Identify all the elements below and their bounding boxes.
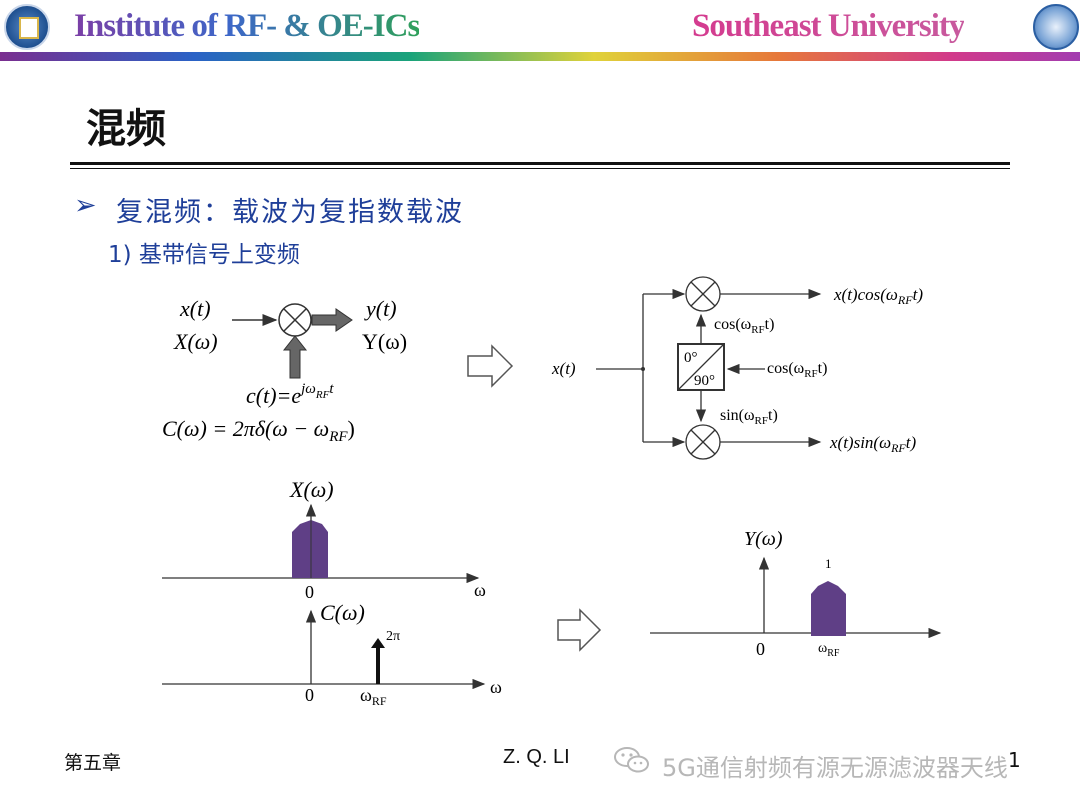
svg-text:C(ω) = 2πδ(ω − ωRF): C(ω) = 2πδ(ω − ωRF) [162, 416, 355, 445]
output-yt-label: y(t) [364, 296, 397, 321]
svg-text:X(ω): X(ω) [289, 477, 334, 502]
svg-text:sin(ωRFt): sin(ωRFt) [720, 407, 778, 427]
input-Xw-label: X(ω) [173, 329, 218, 354]
svg-text:0°: 0° [684, 350, 698, 366]
svg-text:ωRF: ωRF [818, 641, 840, 659]
hollow-arrow-bottom [557, 608, 602, 652]
svg-text:cos(ωRFt): cos(ωRFt) [714, 316, 774, 336]
institute-title: Institute of RF- & OE-ICs [74, 8, 420, 44]
carrier-label: c(t)=e [246, 383, 301, 408]
page-number: 1 [1008, 748, 1021, 772]
svg-text:ω: ω [474, 580, 486, 600]
svg-text:cos(ωRFt): cos(ωRFt) [767, 360, 827, 380]
title-rule-thick [70, 162, 1010, 165]
footer-watermark: 5G通信射频有源无源滤波器天线 [662, 754, 1008, 782]
output-Yw-label: Y(ω) [362, 329, 407, 354]
svg-text:x(t)cos(ωRFt): x(t)cos(ωRFt) [833, 285, 923, 307]
input-xt-label: x(t) [179, 296, 211, 321]
svg-text:0: 0 [756, 639, 765, 659]
footer-chapter: 第五章 [64, 752, 122, 774]
svg-text:Y(ω): Y(ω) [744, 528, 783, 550]
left-university-logo [4, 4, 50, 50]
wechat-icon [614, 747, 649, 773]
subheading: 1) 基带信号上变频 [108, 242, 300, 268]
svg-text:ωRF: ωRF [360, 685, 387, 708]
bullet-arrow-icon: ➢ [74, 190, 97, 221]
Y-spectrum-shape [811, 581, 846, 636]
svg-text:0: 0 [305, 685, 314, 705]
svg-text:90°: 90° [694, 373, 715, 389]
complex-mixer-diagram: x(t) X(ω) y(t) Y(ω) c(t)=ejωRFt C(ω) = 2… [162, 296, 407, 445]
right-university-seal [1033, 4, 1079, 50]
iq-mixer-diagram: x(t) 0° 90° cos(ωRFt) cos(ωRFt) sin(ωRFt… [551, 276, 923, 460]
bullet-text: 复混频：载波为复指数载波 [116, 197, 464, 228]
svg-text:0: 0 [305, 582, 314, 602]
university-title: Southeast University [692, 8, 965, 44]
svg-text:1: 1 [825, 556, 832, 571]
svg-text:c(t)=ejωRFt: c(t)=ejωRFt [246, 381, 334, 408]
svg-text:x(t): x(t) [551, 359, 576, 378]
impulse-arrow [371, 638, 385, 648]
hollow-arrow-top [467, 344, 514, 388]
slide-title: 混频 [86, 106, 166, 152]
carrier-spectrum-eq: C(ω) = 2πδ(ω − ω [162, 416, 329, 441]
svg-text:ω: ω [490, 677, 502, 697]
svg-text:C(ω): C(ω) [320, 600, 365, 625]
svg-text:2π: 2π [386, 629, 400, 644]
header-gradient-bar [0, 52, 1080, 61]
X-spectrum-shape [292, 520, 328, 578]
svg-text:x(t)sin(ωRFt): x(t)sin(ωRFt) [829, 433, 916, 455]
footer-author: Z. Q. LI [503, 746, 570, 768]
title-rule-thin [70, 168, 1010, 169]
X-spectrum-plot: X(ω) 0 ω [162, 477, 486, 602]
Y-spectrum-plot: Y(ω) 1 0 ωRF [650, 528, 942, 659]
C-spectrum-plot: C(ω) 2π 0 ω ωRF [162, 600, 502, 708]
